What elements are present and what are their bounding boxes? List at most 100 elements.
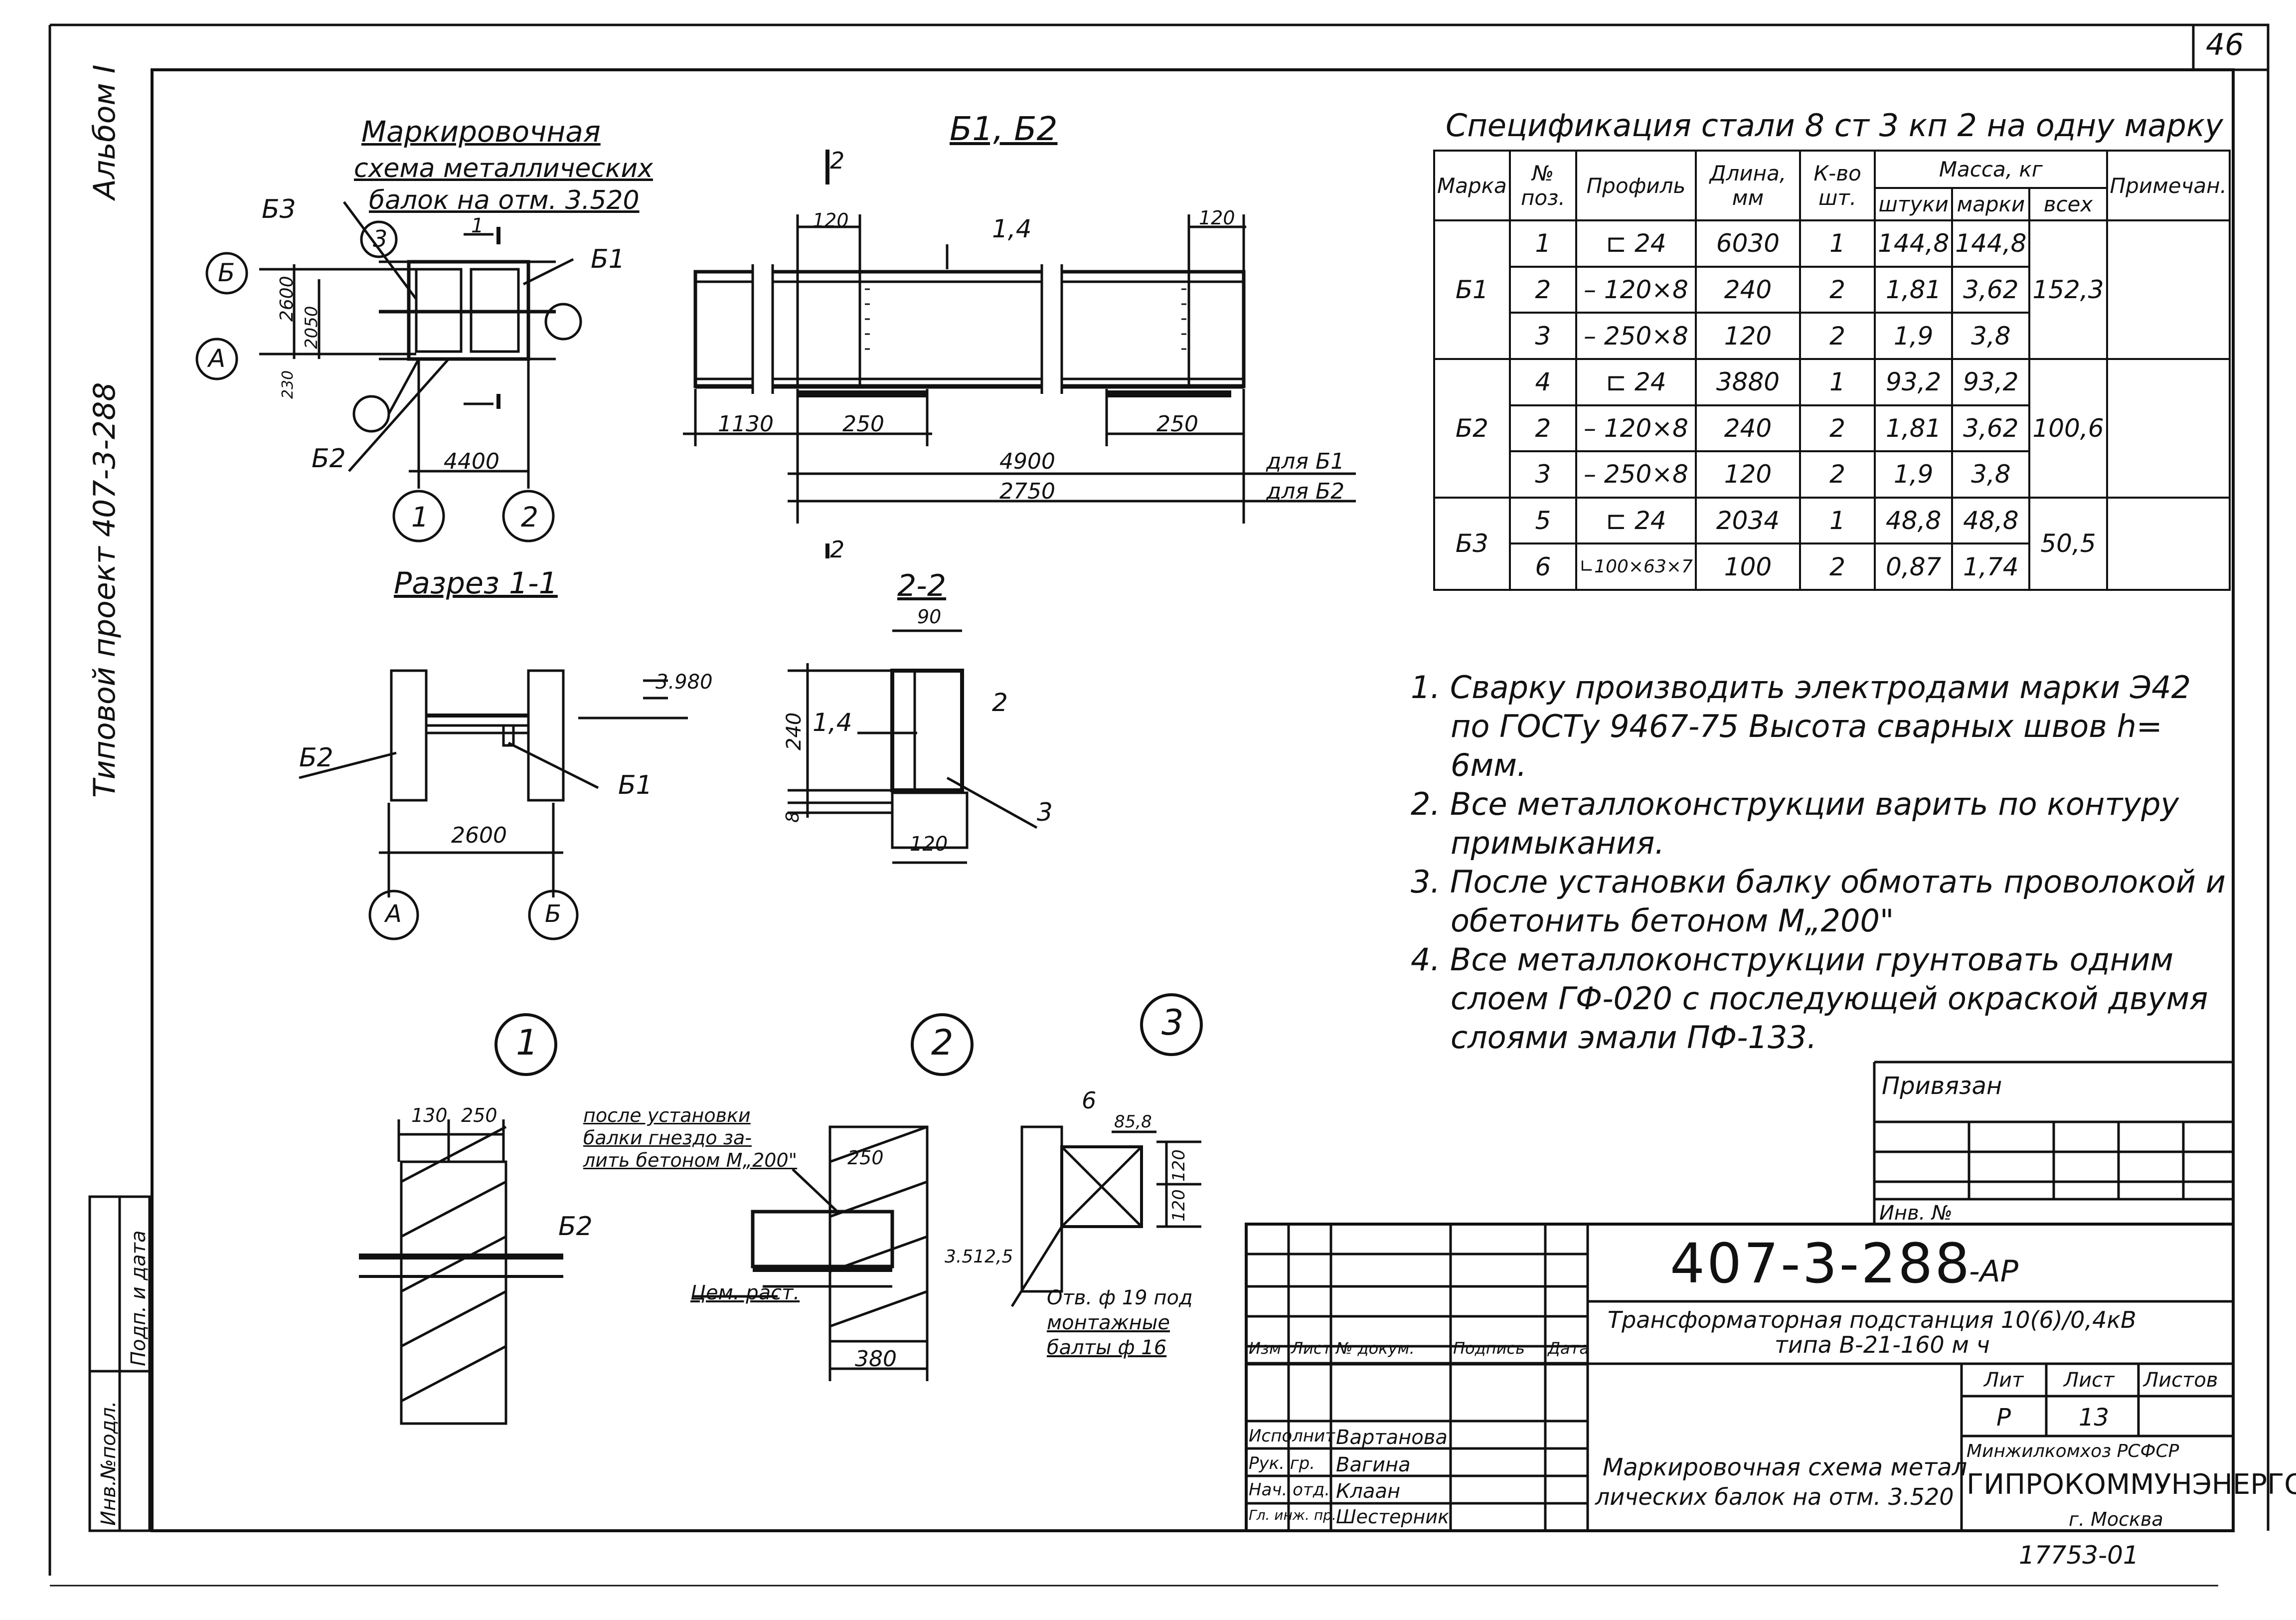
stamp-name: Вагина [1336, 1453, 1411, 1476]
axis-2: 2 [521, 501, 538, 533]
spec-cell-pos: 4 [1508, 358, 1578, 406]
spec-cell-qty: 1 [1799, 496, 1876, 545]
spec-cell-length: 240 [1694, 404, 1802, 453]
note-item: 3. После установки балку обмотать провол… [1411, 864, 2226, 939]
axis-1: 1 [411, 501, 429, 533]
beam-dim-250a: 250 [842, 411, 884, 437]
spec-cell-qty: 2 [1799, 265, 1876, 314]
note-item: 2. Все металлоконструкции варить по конт… [1411, 786, 2179, 861]
spec-cell-piece: 1,81 [1874, 265, 1954, 314]
detail3-dim-120b: 120 [1169, 1189, 1189, 1222]
scheme-title-3: балок на отм. 3.520 [369, 185, 640, 215]
section11-level: 3.980 [656, 671, 713, 694]
section11-axis-b: Б [545, 900, 561, 928]
section22-label-3: 3 [1037, 798, 1053, 827]
scheme-title: Маркировочная [361, 115, 601, 149]
stamp-sheet-header: Лист [2064, 1369, 2115, 1392]
beam-title: Б1, Б2 [950, 110, 1058, 148]
section22-dim-120: 120 [910, 833, 948, 856]
spec-cell-piece: 48,8 [1874, 496, 1954, 545]
detail-2 [693, 1013, 974, 1381]
beam-section-mark-bottom: 2 [830, 536, 845, 563]
stamp-city: г. Москва [2069, 1508, 2163, 1530]
stamp-col-list: Лист [1291, 1339, 1332, 1358]
beam-dim-250b: 250 [1156, 411, 1198, 437]
section11-title: Разрез 1-1 [394, 566, 558, 601]
stamp-role: Нач. отд. [1249, 1480, 1330, 1500]
stamp-org: ГИПРОКОММУНЭНЕРГО [1967, 1468, 2296, 1501]
section22-dim-8: 8 [783, 811, 803, 823]
spec-head-mark: Марка [1433, 150, 1511, 221]
spec-cell-qty: 2 [1799, 542, 1876, 591]
section22-title: 2-2 [897, 568, 946, 603]
spec-cell-pos: 6 [1508, 542, 1578, 591]
note-item: 1. Сварку производить электродами марки … [1411, 669, 2191, 783]
side-inv-label: Инв.№подл. [97, 1401, 120, 1526]
stamp-name: Вартанова [1336, 1426, 1448, 1449]
spec-head-mass-mark: марки [1951, 187, 2031, 221]
axis-b: Б [218, 258, 235, 287]
section11-axis-a: А [385, 900, 402, 928]
stamp-sheet-title-1: Маркировочная схема метал [1603, 1453, 1968, 1481]
detail3-dim-120a: 120 [1169, 1149, 1189, 1182]
section11-b2: Б2 [299, 743, 333, 773]
spec-head-mass-all: всех [2028, 187, 2108, 221]
spec-title: Спецификация стали 8 ст 3 кп 2 на одну м… [1446, 107, 2223, 144]
spec-cell-mark: Б1 [1433, 219, 1511, 360]
scheme-title-2: схема металлических [354, 154, 653, 183]
stamp-col-izm: Изм [1249, 1339, 1282, 1358]
detail-3 [1010, 993, 1203, 1307]
beam-dim-120b: 120 [1199, 207, 1235, 229]
note-item: 4. Все металлоконструкции грунтовать одн… [1411, 941, 2208, 1056]
spec-cell-piece: 1,9 [1874, 450, 1954, 499]
detail2-number: 2 [931, 1022, 954, 1063]
spec-cell-qty: 2 [1799, 450, 1876, 499]
spec-cell-length: 2034 [1694, 496, 1802, 545]
detail-1 [359, 1013, 563, 1425]
spec-cell-marks: 1,74 [1951, 542, 2031, 591]
dim-230: 230 [279, 370, 297, 399]
spec-cell-total: 50,5 [2028, 496, 2108, 591]
marking-scheme [195, 201, 582, 542]
spec-head-profile: Профиль [1575, 150, 1697, 221]
detail3-note-2: монтажные [1047, 1311, 1170, 1334]
stamp-name: Шестерник [1336, 1506, 1450, 1528]
spec-cell-mark: Б2 [1433, 358, 1511, 499]
detail1-number: 1 [516, 1022, 538, 1063]
stamp-name: Клаан [1336, 1480, 1401, 1503]
beam-section-mark-top: 2 [830, 147, 845, 174]
spec-cell-piece: 0,87 [1874, 542, 1954, 591]
project-label: Типовой проект 407-3-288 [87, 382, 122, 798]
detail1-dim-130: 130 [411, 1104, 448, 1126]
spec-cell-length: 6030 [1694, 219, 1802, 268]
detail1-label: Б2 [558, 1212, 593, 1242]
spec-cell-pos: 3 [1508, 312, 1578, 360]
spec-cell-qty: 1 [1799, 358, 1876, 406]
beam-view [683, 150, 1356, 558]
section22-label-2: 2 [992, 688, 1008, 717]
section22-label-14: 1,4 [813, 708, 852, 737]
beam-pos-label: 1,4 [992, 214, 1032, 243]
beam-dim-4900: 4900 [999, 449, 1055, 474]
stamp-lit: Р [1996, 1404, 2011, 1432]
spec-table: Марка № поз. Профиль Длина, мм К-во шт. … [1433, 150, 2231, 591]
stamp-role: Рук. гр. [1249, 1453, 1315, 1473]
mark-3: 3 [373, 225, 388, 252]
scheme-label-b3: Б3 [262, 194, 296, 224]
detail3-note-1: Отв. ф 19 под [1047, 1286, 1193, 1309]
spec-cell-profile: ⊏ 24 [1575, 358, 1697, 406]
spec-cell-marks: 3,8 [1951, 450, 2031, 499]
dim-2050: 2050 [302, 306, 322, 349]
stamp-code-suffix: -АР [1969, 1254, 2018, 1289]
stamp-object-1: Трансформаторная подстанция 10(6)/0,4кВ [1608, 1306, 2136, 1333]
stamp-inv-no: Инв. № [1879, 1202, 1953, 1225]
spec-head-mass: Масса, кг [1874, 150, 2108, 189]
spec-cell-profile: ∟100×63×7 [1575, 542, 1697, 591]
section-2-2 [788, 629, 1038, 864]
spec-cell-marks: 48,8 [1951, 496, 2031, 545]
spec-head-pos: № поз. [1508, 150, 1578, 221]
section22-dim-90: 90 [917, 606, 942, 628]
scheme-label-b1: Б1 [591, 244, 625, 274]
spec-cell-marks: 3,8 [1951, 312, 2031, 360]
spec-cell-length: 120 [1694, 312, 1802, 360]
